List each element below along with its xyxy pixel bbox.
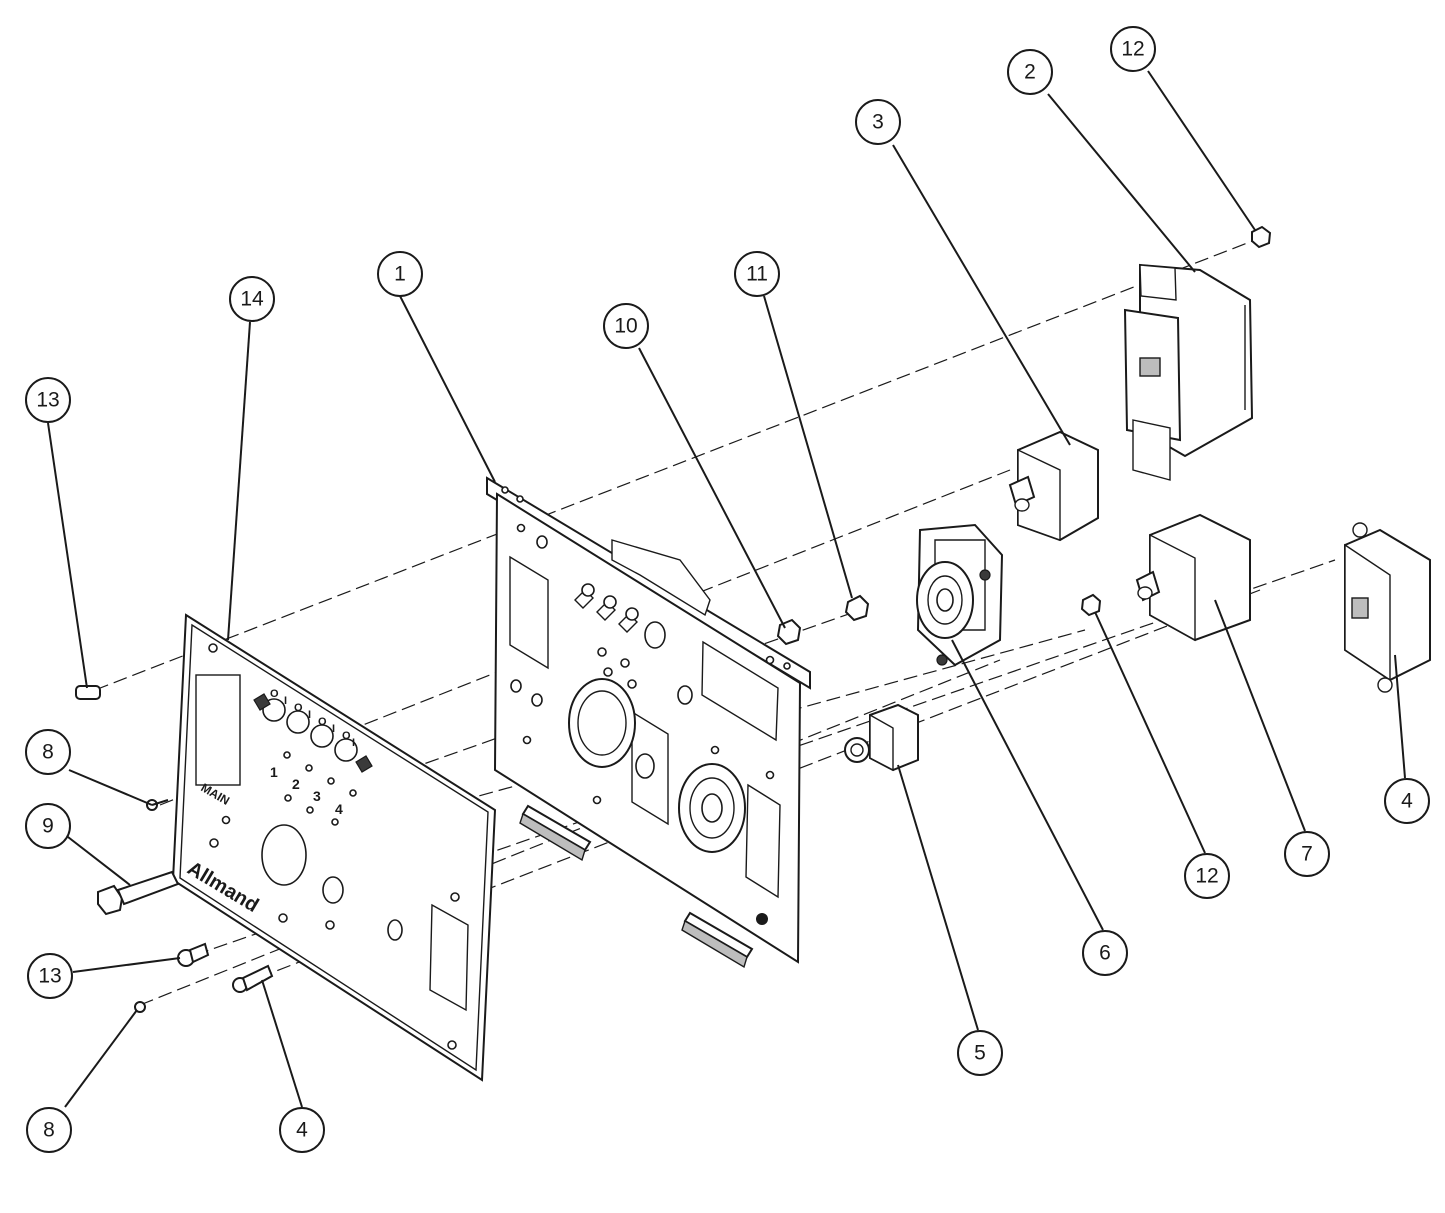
screw-13-upper: [75, 685, 101, 700]
callout-12-upper: 12: [1110, 26, 1156, 72]
outlet-number-4: 4: [335, 801, 343, 817]
nut-11: [844, 594, 870, 622]
callout-1-label: 1: [394, 263, 406, 286]
switch-mark-8: I: [352, 737, 355, 749]
callout-13-lower: 13: [27, 953, 73, 999]
callout-12-lower-label: 12: [1195, 865, 1218, 888]
callout-10: 10: [603, 303, 649, 349]
callout-8-upper-label: 8: [42, 741, 54, 764]
callout-14: 14: [229, 276, 275, 322]
callout-12-lower: 12: [1184, 853, 1230, 899]
nut-12-upper: [1251, 225, 1272, 249]
push-button-breaker: [844, 703, 919, 772]
callout-13-upper: 13: [25, 377, 71, 423]
screw-8-lower: [134, 1001, 146, 1013]
callout-9-label: 9: [42, 815, 54, 838]
front-panel: O I O I O I O I 1 2 3 4 MAIN Allmand: [171, 613, 497, 1082]
screw-4-lower: [232, 964, 274, 993]
switch-mark-3: O: [294, 702, 303, 714]
breaker-module: [1135, 513, 1251, 642]
panel-toggle-switches: [574, 583, 639, 633]
callout-10-label: 10: [614, 315, 637, 338]
screw-13-lower: [177, 942, 210, 967]
leader-lines: [47, 70, 1406, 1108]
duplex-receptacle: [1344, 522, 1431, 693]
callout-3-label: 3: [872, 111, 884, 134]
callout-8-upper: 8: [25, 729, 71, 775]
toggle-breaker: [1008, 430, 1099, 542]
callout-4-bottom-label: 4: [296, 1119, 308, 1142]
callout-6: 6: [1082, 930, 1128, 976]
callout-9: 9: [25, 803, 71, 849]
callout-11-label: 11: [746, 263, 768, 286]
switch-mark-5: O: [318, 716, 327, 728]
callout-14-label: 14: [240, 288, 264, 311]
callout-8-lower: 8: [26, 1107, 72, 1153]
callout-6-label: 6: [1099, 942, 1111, 965]
switch-mark-7: O: [342, 730, 351, 742]
callout-4-bottom: 4: [279, 1107, 325, 1153]
callout-13-upper-label: 13: [36, 389, 59, 412]
callout-7-label: 7: [1301, 843, 1313, 866]
callout-4-right-label: 4: [1401, 790, 1413, 813]
outlet-number-3: 3: [313, 788, 321, 804]
switch-mark-6: I: [332, 723, 335, 735]
main-breaker: [1123, 263, 1254, 481]
callout-13-lower-label: 13: [38, 965, 61, 988]
twist-lock-receptacle: [916, 523, 1004, 667]
switch-mark-4: I: [308, 709, 311, 721]
hardware: [75, 225, 1272, 1013]
bolt-9: [97, 870, 180, 916]
nut-10: [776, 618, 802, 646]
outlet-number-2: 2: [292, 776, 300, 792]
callout-1: 1: [377, 251, 423, 297]
nut-12-lower: [1080, 593, 1102, 617]
callout-11: 11: [734, 251, 780, 297]
callout-7: 7: [1284, 831, 1330, 877]
callout-5: 5: [957, 1030, 1003, 1076]
callout-2-label: 2: [1024, 61, 1036, 84]
callout-3: 3: [855, 99, 901, 145]
callout-12-upper-label: 12: [1121, 38, 1144, 61]
switch-mark-1: O: [270, 688, 279, 700]
callout-8-lower-label: 8: [43, 1119, 55, 1142]
main-back-panel: [486, 476, 811, 969]
callout-5-label: 5: [974, 1042, 986, 1065]
callout-2: 2: [1007, 49, 1053, 95]
outlet-number-1: 1: [270, 764, 278, 780]
callout-4-right: 4: [1384, 778, 1430, 824]
switch-mark-2: I: [284, 695, 287, 707]
